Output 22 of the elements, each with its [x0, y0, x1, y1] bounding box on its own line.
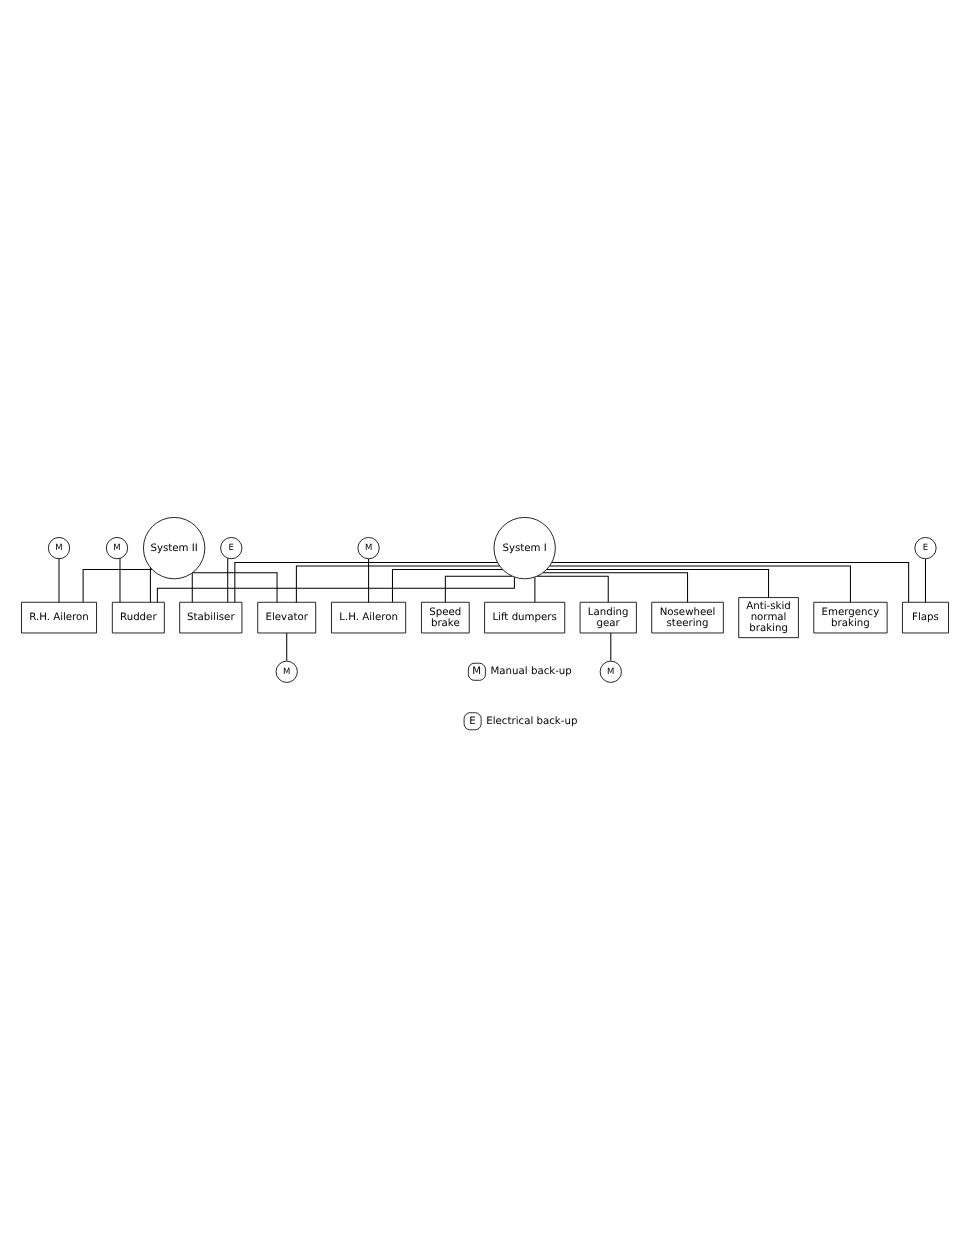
connector — [286, 632, 288, 662]
connector — [149, 567, 151, 603]
connector — [234, 562, 498, 603]
connector — [610, 632, 612, 662]
connector — [549, 565, 851, 603]
connector — [391, 568, 504, 603]
connector — [925, 558, 926, 603]
connector — [58, 558, 60, 603]
connector — [536, 575, 609, 603]
connector — [368, 558, 370, 603]
connector — [551, 562, 910, 603]
connector — [191, 572, 193, 603]
connector — [156, 576, 515, 603]
connector — [444, 575, 513, 603]
connector — [542, 572, 689, 603]
connector — [119, 557, 121, 603]
connector — [546, 568, 770, 598]
connector — [534, 576, 536, 603]
connector — [82, 568, 153, 603]
connector — [227, 557, 229, 603]
connector — [295, 565, 501, 603]
connector — [192, 572, 278, 603]
